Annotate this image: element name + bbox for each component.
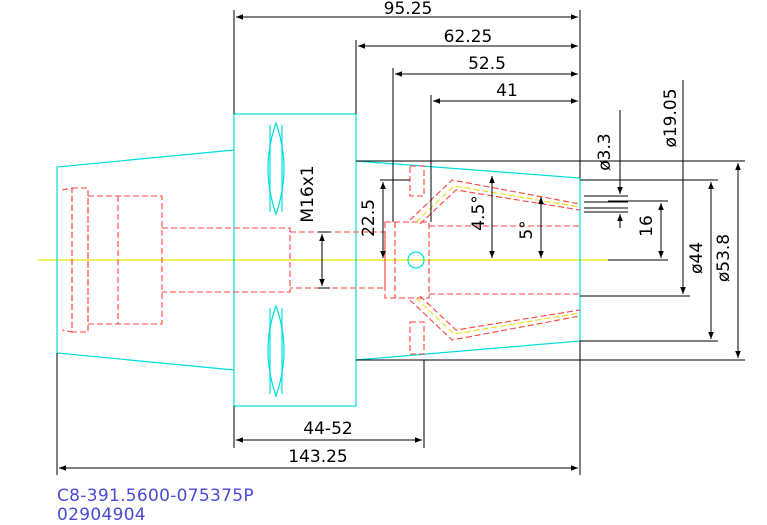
dimension-lines — [59, 14, 741, 471]
dim-text-62: 62.25 — [444, 27, 493, 47]
dim-text-3-3: ø3.3 — [595, 133, 615, 170]
part-code: 02904904 — [57, 505, 146, 525]
dim-text-53-8: ø53.8 — [714, 234, 734, 282]
extension-lines — [56, 10, 745, 475]
dim-text-95: 95.25 — [384, 0, 433, 19]
dim-text-143: 143.25 — [288, 447, 347, 467]
dim-text-4-5: 4.5° — [469, 195, 489, 231]
part-number: C8-391.5600-075375P — [57, 486, 254, 506]
hidden-lines — [61, 165, 581, 355]
dim-text-44: ø44 — [687, 242, 707, 274]
dim-text-52: 52.5 — [468, 54, 506, 74]
dim-text-thread: M16x1 — [298, 165, 318, 222]
coolant-hole — [407, 251, 425, 269]
dim-text-41: 41 — [496, 81, 518, 101]
dim-text-44-52: 44-52 — [303, 419, 352, 439]
drive-slot-top — [267, 121, 285, 216]
dim-text-19-05: ø19.05 — [661, 88, 681, 147]
collet-contour — [415, 185, 581, 335]
dim-text-5: 5° — [517, 220, 537, 239]
dim-text-16: 16 — [637, 215, 657, 237]
drive-slot-bottom — [267, 304, 285, 398]
dim-text-22-5: 22.5 — [359, 199, 379, 237]
body-outline — [56, 113, 581, 407]
